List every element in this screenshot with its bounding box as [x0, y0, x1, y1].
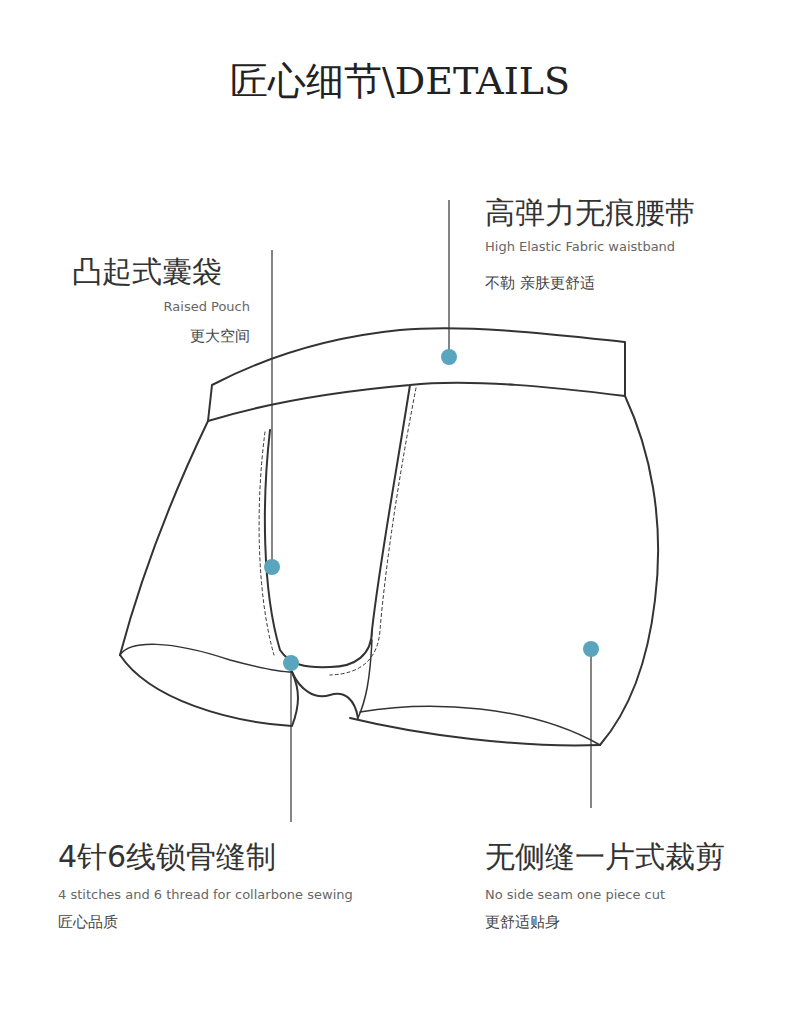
leader-line — [271, 250, 272, 567]
callout-dot — [264, 559, 280, 575]
callout-dot — [441, 349, 457, 365]
leader-line — [448, 200, 449, 357]
right-leg-inner — [360, 706, 600, 745]
callout-heading: 高弹力无痕腰带 — [485, 195, 695, 231]
callout-subtitle: No side seam one piece cut — [485, 887, 665, 903]
callout-note: 匠心品质 — [58, 912, 118, 932]
pouch — [265, 385, 410, 667]
waistband — [208, 328, 625, 421]
left-leg-opening — [120, 655, 298, 726]
right-side — [600, 396, 658, 745]
callout-subtitle: 4 stitches and 6 thread for collarbone s… — [58, 887, 353, 903]
callout-note: 更舒适贴身 — [485, 912, 560, 932]
callout-dots — [264, 349, 599, 671]
left-leg-inner — [120, 644, 292, 672]
callout-heading: 4针6线锁骨缝制 — [58, 839, 276, 875]
leader-lines — [272, 200, 591, 822]
callout-dot — [583, 641, 599, 657]
briefs-outline — [120, 328, 658, 745]
pouch-stitch — [330, 388, 416, 675]
leader-line — [290, 663, 291, 822]
callout-note: 不勒 亲肤更舒适 — [485, 273, 595, 293]
crotch — [292, 672, 358, 718]
page-title: 匠心细节\DETAILS — [0, 58, 800, 104]
callout-subtitle: Raised Pouch — [164, 299, 250, 315]
leader-line — [590, 649, 591, 808]
callout-dot — [283, 655, 299, 671]
callout-note: 更大空间 — [190, 326, 250, 346]
callout-subtitle: High Elastic Fabric waistband — [485, 239, 675, 255]
right-leg-opening — [350, 718, 600, 745]
callout-heading: 凸起式囊袋 — [72, 254, 222, 290]
callout-heading: 无侧缝一片式裁剪 — [485, 839, 725, 875]
left-side — [120, 421, 208, 655]
crotch-seam — [358, 640, 372, 718]
